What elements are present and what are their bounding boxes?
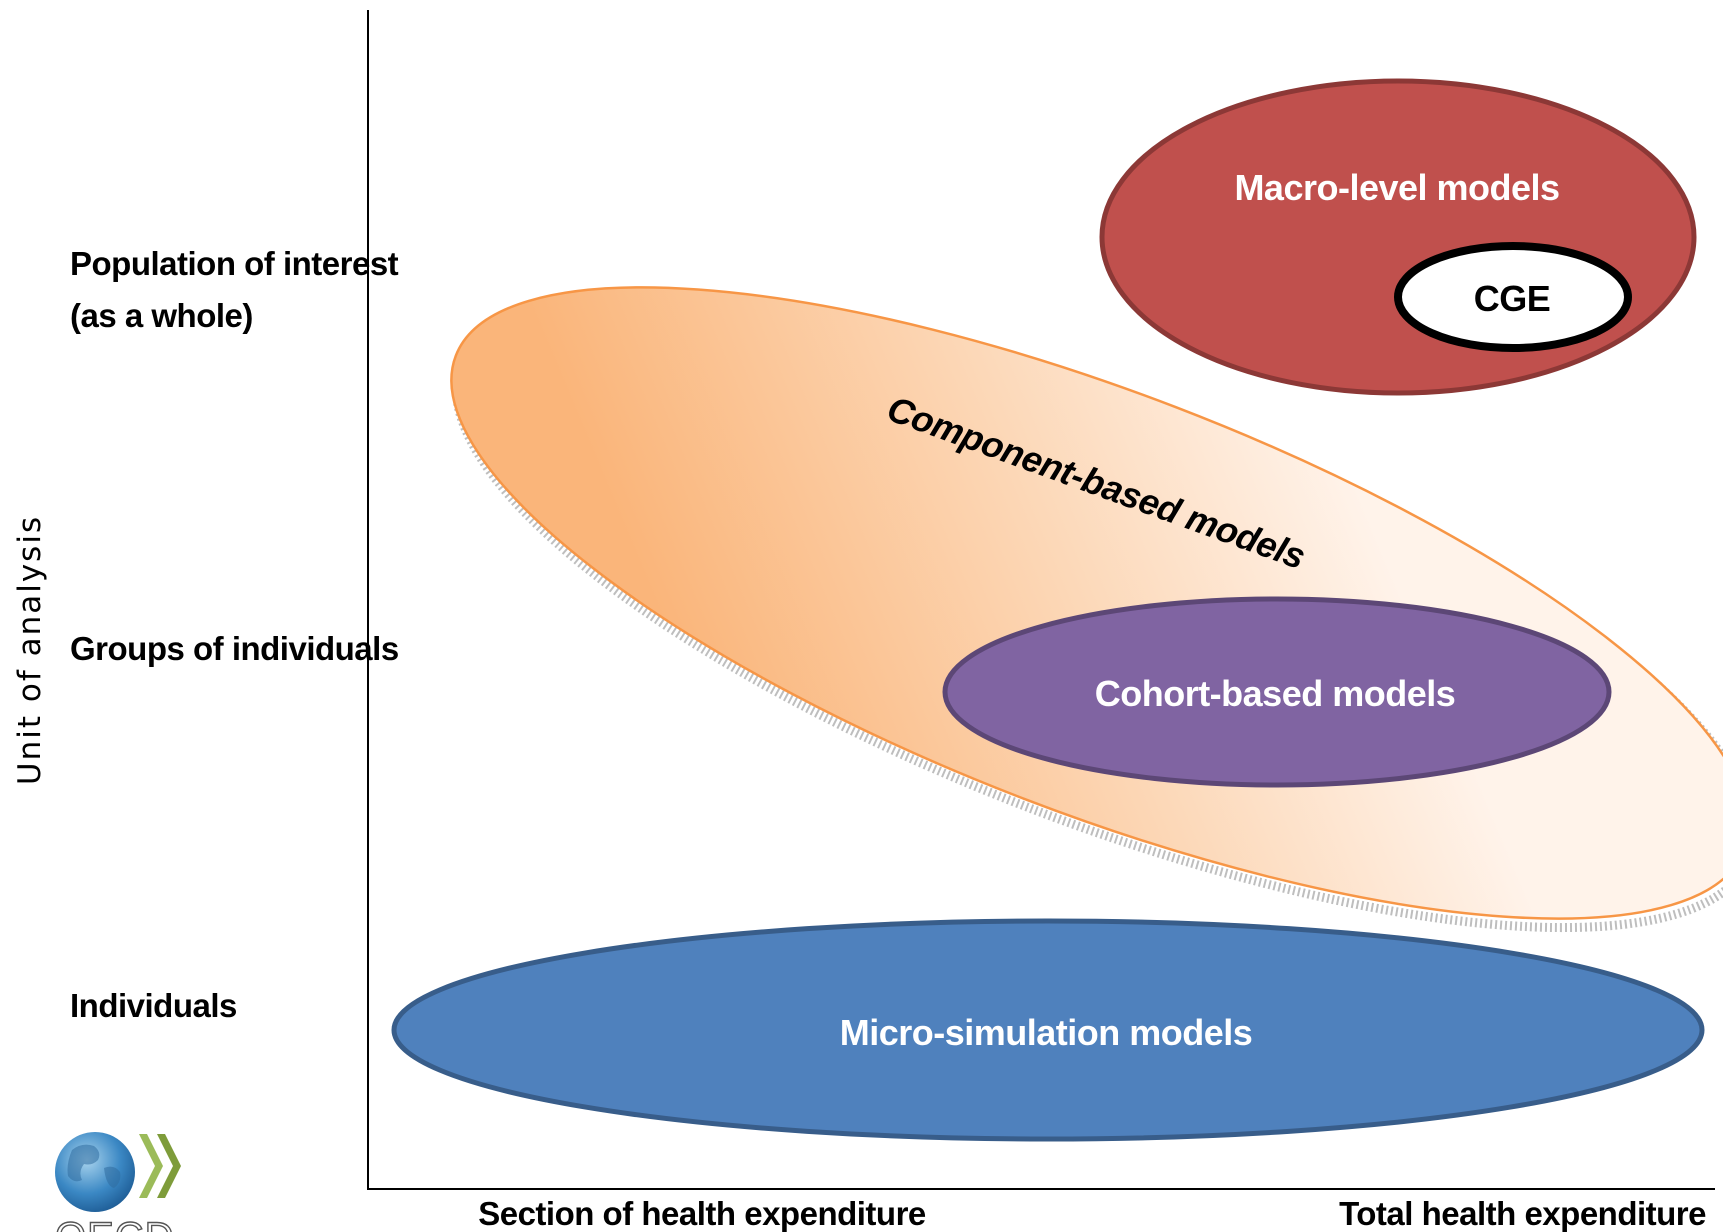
cge-label: CGE: [1474, 278, 1551, 319]
x-label-total: Total health expenditure: [1339, 1195, 1706, 1232]
y-level-population: Population of interest: [70, 245, 399, 282]
micro-simulation-label: Micro-simulation models: [840, 1012, 1253, 1053]
y-level-groups: Groups of individuals: [70, 630, 399, 667]
globe-landmass: [67, 1144, 121, 1188]
chevron-icon-2: [157, 1134, 181, 1198]
cge-ellipse: [1394, 242, 1632, 352]
cohort-based-label: Cohort-based models: [1095, 673, 1456, 714]
globe-icon: [55, 1132, 135, 1212]
x-label-section: Section of health expenditure: [478, 1195, 926, 1232]
macro-level-label: Macro-level models: [1234, 167, 1559, 208]
chevron-icon-1: [139, 1134, 163, 1198]
oecd-logo: OECD: [54, 1132, 181, 1232]
macro-level-ellipse: [1099, 78, 1697, 396]
oecd-logo-text: OECD: [55, 1215, 175, 1232]
y-level-individuals: Individuals: [70, 987, 237, 1024]
cohort-based-ellipse: [942, 596, 1612, 788]
y-level-population-sub: (as a whole): [70, 297, 253, 334]
micro-simulation-ellipse: [391, 918, 1705, 1142]
y-axis-title: Unit of analysis: [12, 515, 48, 785]
